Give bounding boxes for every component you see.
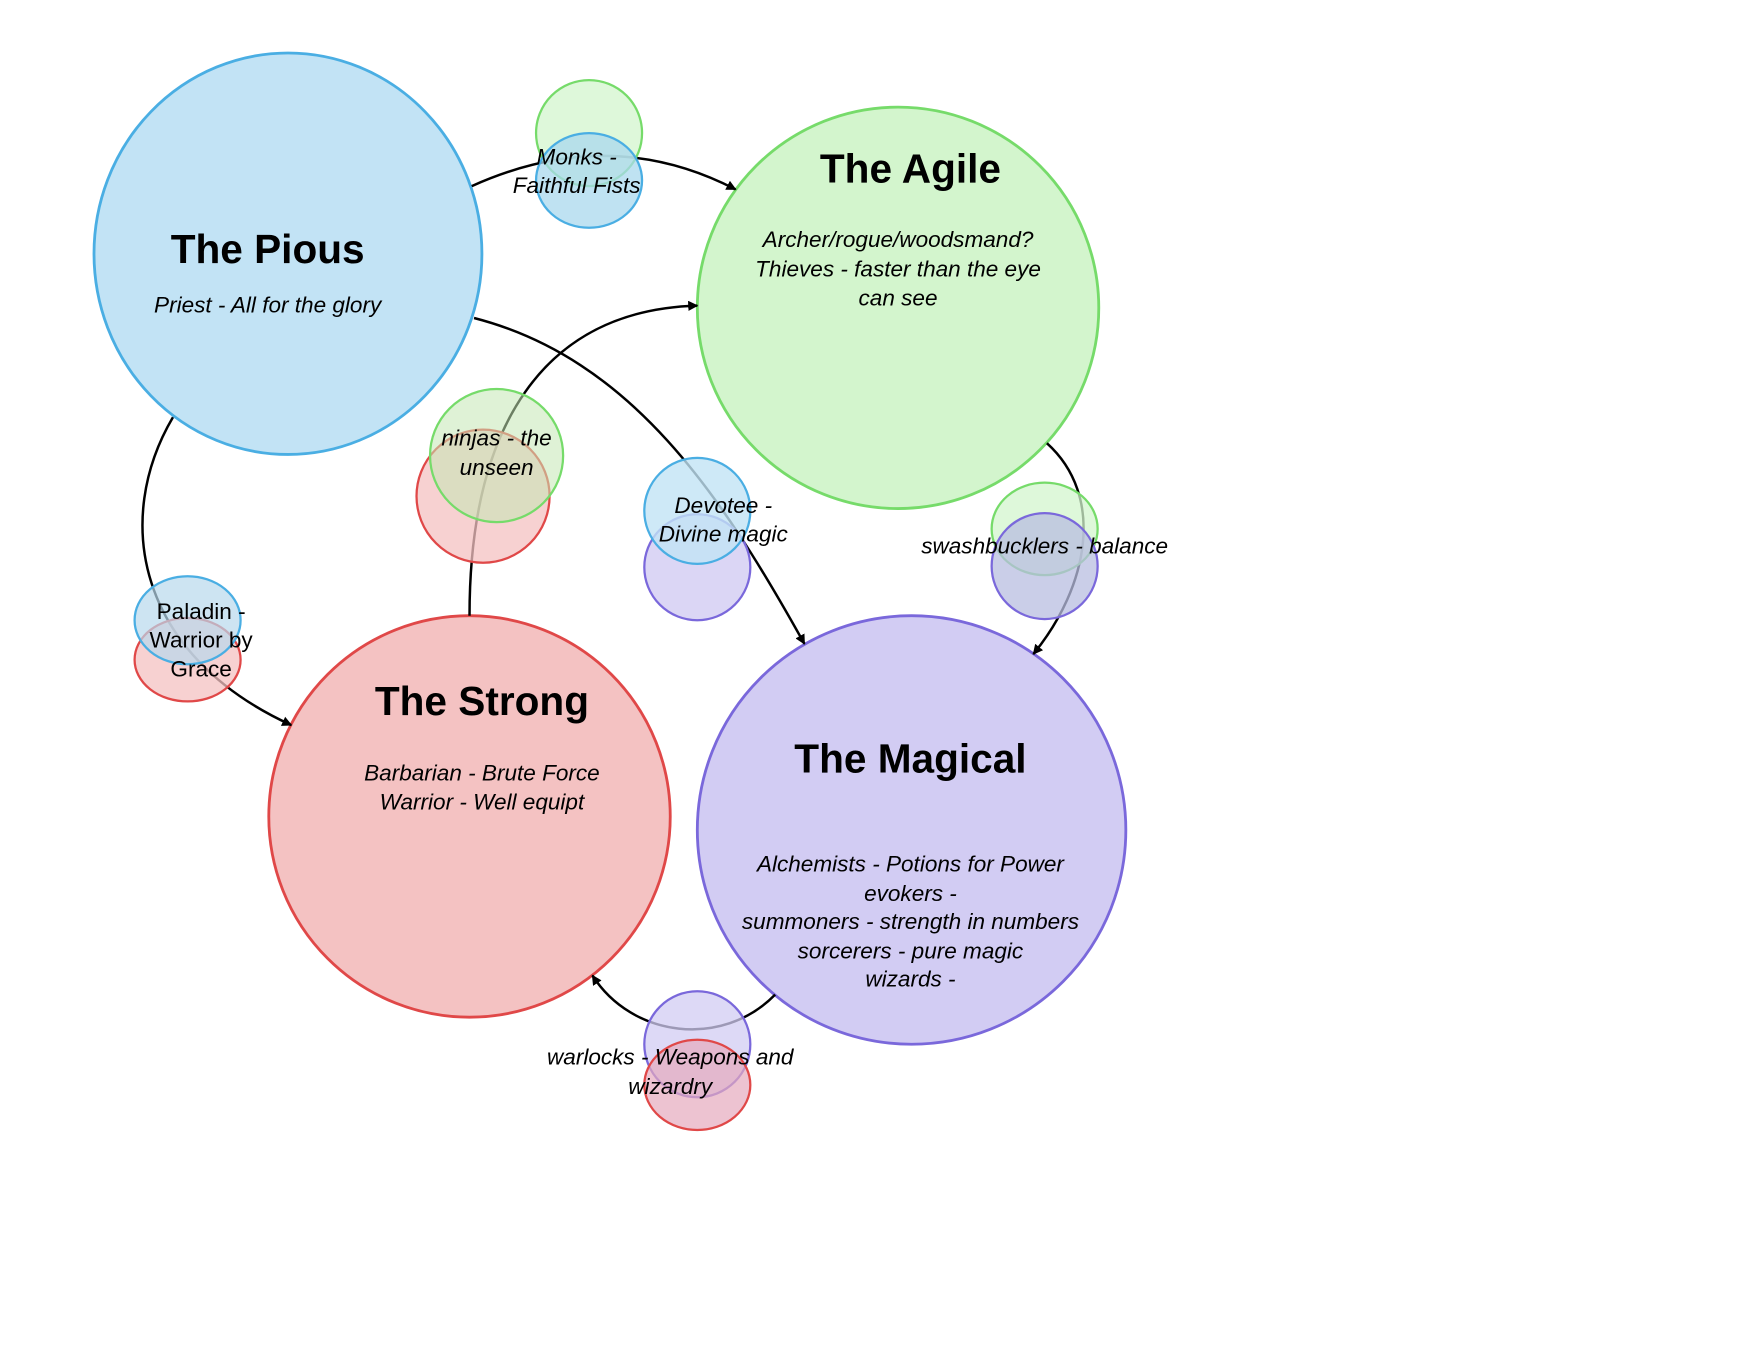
monks-hybrid[interactable] <box>534 78 644 229</box>
magical-desc-line: sorcerers - pure magic <box>798 939 1024 964</box>
magical-circle[interactable] <box>695 614 1128 1046</box>
magical-desc-line: wizards - <box>865 967 955 992</box>
magical-desc-line: Alchemists - Potions for Power <box>755 852 1065 877</box>
agile-desc-line: Archer/rogue/woodsmand? <box>761 227 1034 252</box>
paladin-label: Grace <box>170 657 231 682</box>
devotee-label: Devotee - <box>674 493 772 518</box>
swashbucklers-label: swashbucklers - balance <box>921 534 1168 559</box>
magical-desc-line: summoners - strength in numbers <box>742 909 1079 934</box>
pious-desc-line: Priest - All for the glory <box>154 292 383 317</box>
devotee-hybrid[interactable] <box>643 456 752 622</box>
agile-title: The Agile <box>820 146 1001 192</box>
paladin-blue-circle <box>133 575 242 666</box>
ninjas-hybrid[interactable] <box>415 387 565 564</box>
magical-desc-line: evokers - <box>864 881 957 906</box>
strong-desc-line: Warrior - Well equipt <box>380 790 586 815</box>
paladin-label: Paladin - <box>157 599 246 624</box>
warlocks-label: wizardry <box>628 1074 714 1099</box>
devotee-blue-circle <box>643 456 752 565</box>
warlocks-label: warlocks - Weapons and <box>547 1045 795 1070</box>
ninjas-label: ninjas - the <box>441 425 551 450</box>
strong-circle[interactable] <box>267 614 672 1019</box>
magical-title: The Magical <box>794 735 1026 781</box>
ninjas-green-circle <box>428 387 565 524</box>
swashbucklers-purple-circle <box>990 511 1099 621</box>
swashbucklers-hybrid[interactable] <box>990 481 1099 621</box>
monks-label: Faithful Fists <box>513 173 641 198</box>
agile-desc-line: can see <box>859 286 938 311</box>
devotee-label: Divine magic <box>659 521 789 546</box>
agile-desc-line: Thieves - faster than the eye <box>755 256 1041 281</box>
strong-desc-line: Barbarian - Brute Force <box>364 760 600 785</box>
warlocks-hybrid[interactable] <box>643 990 752 1132</box>
paladin-hybrid[interactable] <box>133 575 242 703</box>
strong-title: The Strong <box>375 678 589 724</box>
ninjas-label: unseen <box>460 455 534 480</box>
monks-label: Monks - <box>537 145 617 170</box>
warlocks-red-circle <box>643 1038 752 1132</box>
arrow-pious-to-strong <box>141 416 293 727</box>
paladin-label: Warrior by <box>150 627 254 652</box>
pious-circle[interactable] <box>92 51 484 456</box>
arrow-pious-to-magical <box>473 316 806 645</box>
monks-blue-circle <box>534 131 644 229</box>
pious-title: The Pious <box>171 226 365 272</box>
